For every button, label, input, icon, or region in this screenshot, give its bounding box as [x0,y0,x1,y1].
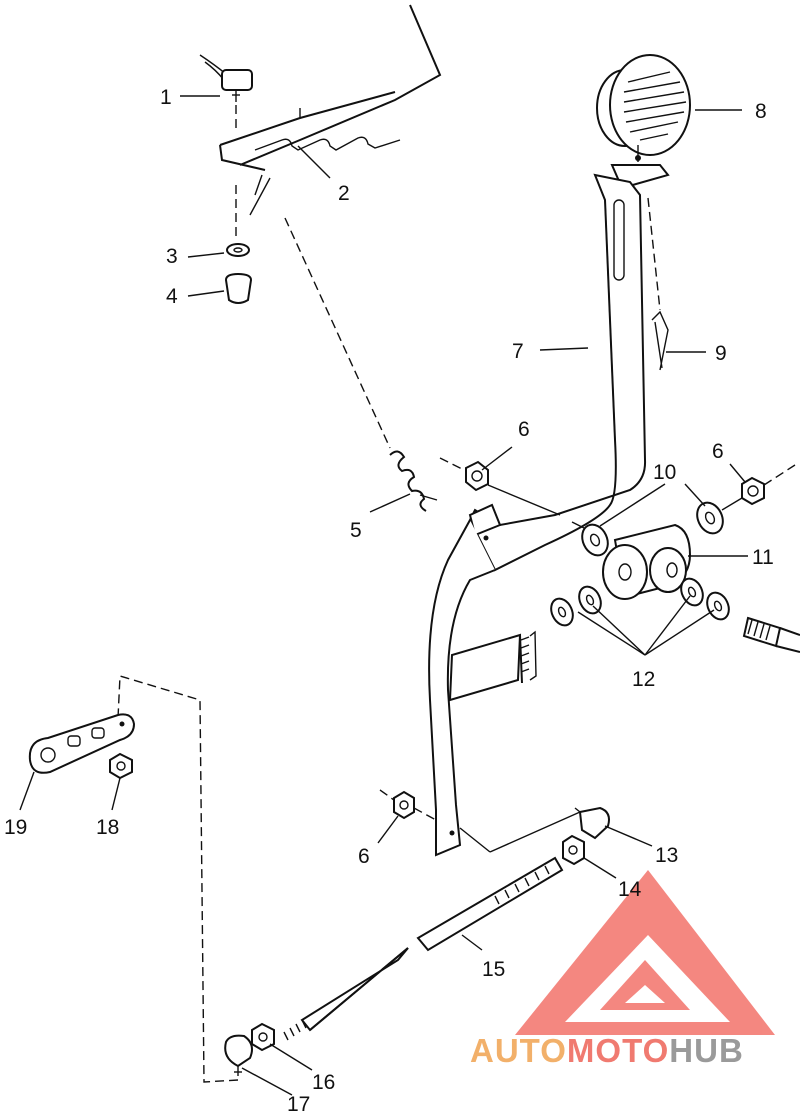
callout-2: 2 [338,182,350,205]
dashed-route [117,675,239,1083]
nut-lower [379,789,437,821]
grommet-part [224,272,253,304]
callout-5: 5 [350,519,362,542]
bracket-part [28,713,136,780]
callout-8: 8 [755,100,767,123]
callout-4: 4 [166,285,178,308]
callout-7: 7 [512,340,524,363]
switch-part [199,54,253,130]
callout-11: 11 [752,546,774,569]
watermark-auto: AUTO [470,1032,567,1069]
callout-10: 10 [653,461,676,484]
linkage [459,811,581,853]
floor-panel [219,4,442,216]
callout-18: 18 [96,816,119,839]
callout-14: 14 [618,878,642,901]
nut-upper [439,457,561,516]
pedal-arm [428,173,647,857]
callout-15: 15 [482,958,505,981]
callout-16: 16 [312,1071,335,1094]
watermark-logo [515,870,775,1035]
callout-17: 17 [287,1093,310,1113]
callouts: 1 2 3 4 5 6 6 6 7 8 9 10 11 12 13 14 15 … [4,86,774,1113]
watermark-moto: MOTO [567,1032,669,1069]
cotter-pin [647,197,669,371]
pedal-pad [596,54,691,190]
callout-19: 19 [4,816,27,839]
callout-3: 3 [166,245,178,268]
leader-lines [19,95,748,1096]
spring-part [284,217,438,512]
callout-1: 1 [160,86,172,109]
brake-rod [283,856,564,1041]
pivot-assembly [550,497,800,653]
callout-12: 12 [632,668,655,691]
nut-right [741,464,796,506]
rod-end-lower [224,1022,275,1076]
callout-13: 13 [655,844,678,867]
callout-6-upper: 6 [518,418,530,441]
callout-6-right: 6 [712,440,724,463]
callout-9: 9 [715,342,727,365]
watermark-hub: HUB [669,1032,744,1069]
callout-6-lower: 6 [358,845,370,868]
watermark-text: AUTOMOTOHUB [470,1032,744,1069]
washer-part [226,185,250,257]
